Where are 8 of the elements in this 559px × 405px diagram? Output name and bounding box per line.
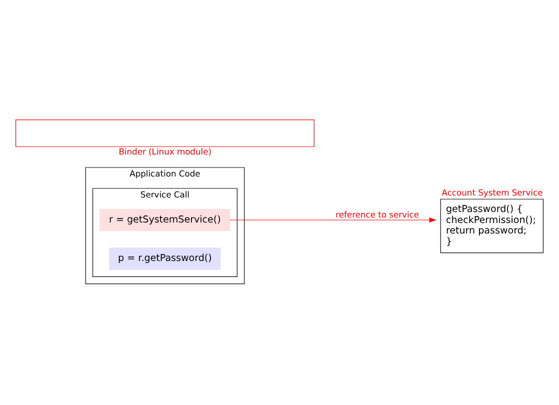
node-label: Binder (Linux module) bbox=[118, 146, 212, 156]
node-box bbox=[16, 118, 314, 146]
arrow bbox=[230, 217, 436, 222]
node-box: getPassword() { checkPermission(); return password; } bbox=[440, 198, 544, 253]
node-box: p = r.getPassword() bbox=[109, 247, 221, 270]
node-box: r = getSystemService() bbox=[100, 208, 230, 231]
edge-label: reference to service bbox=[336, 209, 420, 220]
node-label: Account System Service bbox=[442, 187, 543, 198]
